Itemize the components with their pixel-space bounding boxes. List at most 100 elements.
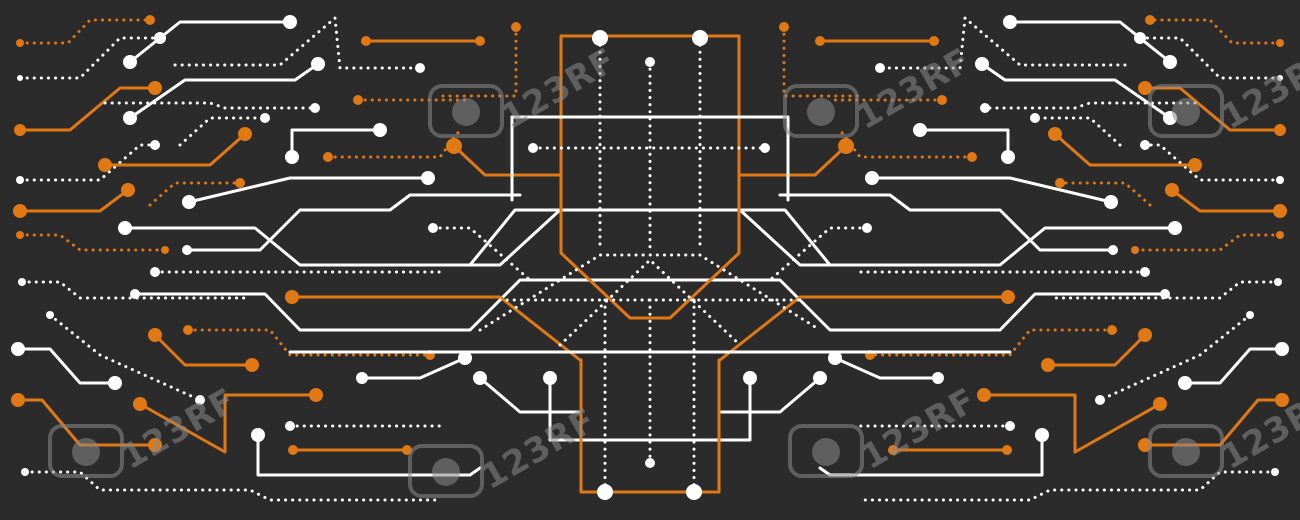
- trace-node: [16, 231, 24, 239]
- trace-node: [361, 36, 371, 46]
- camera-lens: [1172, 98, 1200, 126]
- circuit-trace: [256, 433, 482, 477]
- trace-node: [543, 371, 557, 385]
- camera-lens: [807, 98, 835, 126]
- trace-node: [875, 63, 885, 73]
- circuit-trace: [18, 86, 157, 132]
- dotted-trace: [868, 328, 1114, 357]
- circuit-trace: [185, 193, 522, 252]
- circuit-trace: [718, 295, 1010, 362]
- trace-node: [46, 311, 54, 319]
- circuit-trace: [778, 193, 1115, 252]
- trace-node: [1277, 75, 1283, 81]
- trace-node: [1246, 311, 1254, 319]
- trace-node: [645, 57, 655, 67]
- trace-node: [475, 36, 485, 46]
- dotted-trace: [768, 226, 869, 282]
- camera-lens: [812, 438, 840, 466]
- trace-node: [421, 171, 435, 185]
- dotted-trace: [1133, 233, 1282, 252]
- camera-icon: [1148, 424, 1224, 478]
- trace-node: [597, 484, 613, 500]
- circuit-trace: [510, 115, 790, 202]
- circuit-trace: [452, 144, 562, 177]
- trace-node: [977, 388, 991, 402]
- dotted-trace: [20, 280, 252, 300]
- trace-node: [1041, 358, 1055, 372]
- dotted-trace: [478, 253, 822, 332]
- trace-node: [323, 152, 333, 162]
- dotted-trace: [173, 16, 422, 70]
- dotted-trace: [1033, 116, 1122, 147]
- trace-node: [760, 143, 770, 153]
- trace-node: [309, 388, 323, 402]
- trace-node: [182, 245, 192, 255]
- trace-node: [1003, 15, 1017, 29]
- trace-node: [1002, 445, 1012, 455]
- trace-node: [929, 36, 939, 46]
- camera-icon: [428, 84, 504, 138]
- trace-node: [415, 63, 425, 73]
- dotted-trace: [858, 470, 1277, 502]
- trace-node: [1165, 183, 1179, 197]
- circuit-trace: [548, 376, 752, 442]
- trace-node: [1271, 468, 1279, 476]
- trace-node: [13, 204, 27, 218]
- trace-node: [1188, 158, 1202, 172]
- trace-node: [260, 113, 270, 123]
- trace-node: [121, 183, 135, 197]
- trace-node: [98, 158, 112, 172]
- trace-node: [148, 438, 162, 452]
- circuit-trace: [16, 347, 117, 385]
- circuit-trace: [360, 356, 467, 380]
- trace-node: [145, 15, 155, 25]
- dotted-trace: [1143, 143, 1282, 182]
- trace-node: [1275, 393, 1289, 407]
- trace-node: [828, 351, 842, 365]
- trace-node: [16, 176, 24, 184]
- trace-node: [838, 138, 854, 154]
- trace-node: [815, 36, 825, 46]
- circuit-trace: [982, 393, 1162, 454]
- trace-node: [14, 124, 26, 136]
- camera-icon: [1148, 84, 1224, 138]
- trace-node: [133, 397, 147, 411]
- circuit-trace: [718, 376, 822, 414]
- camera-icon: [788, 424, 864, 478]
- trace-node: [458, 351, 472, 365]
- trace-node: [473, 371, 487, 385]
- circuit-trace: [833, 356, 940, 380]
- circuit-trace: [128, 62, 320, 120]
- trace-node: [182, 195, 196, 209]
- trace-node: [130, 289, 140, 299]
- circuit-trace: [123, 208, 832, 267]
- trace-node: [285, 421, 295, 431]
- trace-node: [245, 358, 259, 372]
- trace-node: [592, 30, 608, 46]
- circuit-trace: [579, 358, 721, 494]
- trace-node: [1163, 55, 1177, 69]
- trace-node: [1140, 267, 1150, 277]
- dotted-trace: [178, 116, 267, 147]
- trace-node: [150, 140, 160, 150]
- trace-node: [251, 428, 265, 442]
- trace-node: [150, 267, 160, 277]
- trace-node: [18, 278, 26, 286]
- trace-node: [11, 342, 25, 356]
- trace-node: [21, 468, 29, 476]
- trace-node: [1160, 289, 1170, 299]
- trace-node: [975, 57, 989, 71]
- camera-lens: [432, 458, 460, 486]
- trace-node: [511, 22, 521, 32]
- trace-node: [1055, 178, 1065, 188]
- trace-node: [813, 371, 827, 385]
- trace-node: [692, 30, 708, 46]
- trace-node: [1138, 328, 1152, 342]
- trace-node: [16, 39, 24, 47]
- trace-node: [373, 123, 387, 137]
- dotted-trace: [438, 25, 518, 98]
- dotted-trace: [18, 18, 152, 45]
- trace-node: [1030, 113, 1040, 123]
